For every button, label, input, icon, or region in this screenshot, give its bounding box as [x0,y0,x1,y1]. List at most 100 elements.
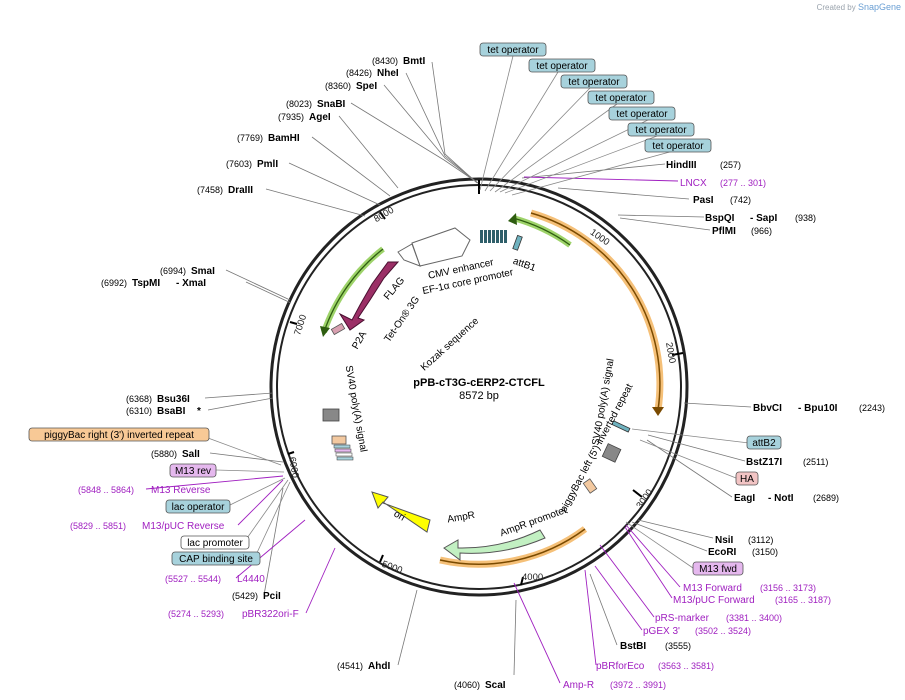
pb-right-arc-line [439,528,586,565]
primer-m13-reverse: M13 Reverse [151,485,211,496]
primer-range-pbr322ori-f: (5274 .. 5293) [168,609,224,619]
primer-pgex3: pGEX 3' [643,626,680,637]
enzyme-snabi: SnaBI [317,99,346,110]
attb1-arrowhead [508,213,517,225]
label-flag: FLAG [382,275,407,302]
tick-marks [287,180,684,586]
enzyme-nhei: NheI [377,68,399,79]
enzyme-xmai: - XmaI [176,278,206,289]
primer-range-l4440: (5527 .. 5544) [165,574,221,584]
box-tet-operator-1 [479,42,547,57]
enzyme-pos-bamhi: (7769) [237,133,263,143]
enzyme-eagi: EagI [734,493,755,504]
enzyme-bsabi-star: * [197,406,201,417]
enzyme-bstz17i: BstZ17I [746,457,782,468]
enzyme-pos-sali: (5880) [151,449,177,459]
primer-range-m13-forward: (3156 .. 3173) [760,583,816,593]
enzyme-pasi: PasI [693,195,714,206]
label-m13-fwd: M13 fwd [699,564,737,575]
box-pb-right-repeat [28,427,210,442]
enzyme-bbvci: BbvCI [753,403,782,414]
enzyme-bspqi: BspQI [705,213,735,224]
primer-leaders [145,176,681,684]
ha-feature [601,443,622,463]
enzyme-leaders [204,61,752,676]
primer-prs-marker: pRS-marker [655,613,710,624]
label-tet-operator-4: tet operator [595,93,647,104]
backbone-outer [269,177,689,597]
attb2-feature [611,420,631,433]
label-ha: HA [740,474,754,485]
primer-m13-forward: M13 Forward [683,583,742,594]
primer-range-m13-reverse: (5848 .. 5864) [78,485,134,495]
tet-operator-bars [480,230,507,243]
primer-pbr322ori-f: pBR322ori-F [242,609,299,620]
enzyme-bsu36i: Bsu36I [157,394,190,405]
pb-right-feature [331,435,347,445]
label-tet-operator-1: tet operator [487,45,539,56]
enzyme-sali: SalI [182,449,200,460]
box-lac-promoter [180,535,250,550]
ampr-arrow [443,529,546,561]
box-tet-operator-3 [560,74,628,89]
sv40-right-feature [582,478,598,494]
label-pb-right-repeat: piggyBac right (3') inverted repeat [44,430,194,441]
enzyme-noti: - NotI [768,493,794,504]
box-attb2 [746,435,782,450]
box-ha [735,471,759,486]
tick-label-5000: 5000 [380,559,404,577]
label-ampr: AmpR [447,510,476,526]
enzyme-pos-bsu36i: (6368) [126,394,152,404]
label-kozak: Kozak sequence [419,315,482,373]
enzyme-agei: AgeI [309,112,331,123]
enzyme-sapi: - SapI [750,213,777,224]
enzyme-pos-draiii: (7458) [197,185,223,195]
enzyme-draiii: DraIII [228,185,253,196]
enzyme-smai: SmaI [191,266,215,277]
enzyme-pflmi: PflMI [712,226,736,237]
label-sv40-left: SV40 poly(A) signal [343,365,369,453]
snapgene-credit: Created by SnapGene [817,2,901,12]
primer-range-prs-marker: (3381 .. 3400) [726,613,782,623]
snapgene-logo: SnapGene [857,2,901,12]
box-tet-operator-6 [627,122,695,137]
primer-m13-puc-reverse: M13/pUC Reverse [142,521,225,532]
enzyme-pos-pmli: (7603) [226,159,252,169]
label-tet-operator-5: tet operator [616,109,668,120]
enzyme-pos-tspmi: (6992) [101,278,127,288]
enzyme-bstbi: BstBI [620,641,646,652]
enzyme-pos-pflmi: (966) [751,226,772,236]
label-tet-operator-7: tet operator [652,141,704,152]
label-p2a: P2A [350,329,369,351]
label-attb2: attB2 [752,438,776,449]
label-attb1: attB1 [511,256,537,274]
plasmid-size: 8572 bp [459,390,499,402]
attb1-box [512,234,523,251]
primer-range-m13-puc-forward: (3165 .. 3187) [775,595,831,605]
enzyme-pos-bbvci: (2243) [859,403,885,413]
label-ori: ori [392,509,407,524]
enzyme-bmti: BmtI [403,56,425,67]
left-green-line [323,248,384,333]
tick-label-6000: 6000 [286,456,301,479]
enzyme-spei: SpeI [356,81,377,92]
ef1a-arrow [397,243,421,267]
plasmid-name: pPB-cT3G-cERP2-CTCFL [413,377,545,389]
tick-label-4000: 4000 [522,572,543,583]
enzyme-pos-pcii: (5429) [232,591,258,601]
enzyme-pos-smai: (6994) [160,266,186,276]
label-m13-rev: M13 rev [175,466,211,477]
tick-label-2000: 2000 [663,341,678,364]
credit-prefix: Created by [816,3,856,12]
primer-range-pbrforeco: (3563 .. 3581) [658,661,714,671]
tick-label-7000: 7000 [292,313,309,337]
box-tet-operator-7 [644,138,712,153]
label-lac-operator: lac operator [172,502,225,513]
label-cap-binding-site: CAP binding site [179,554,253,565]
enzyme-pmli: PmlI [257,159,278,170]
enzyme-bamhi: BamHI [268,133,300,144]
box-cap-binding-site [171,551,261,566]
primer-lncx: LNCX [680,178,707,189]
p2a-box [330,322,346,336]
